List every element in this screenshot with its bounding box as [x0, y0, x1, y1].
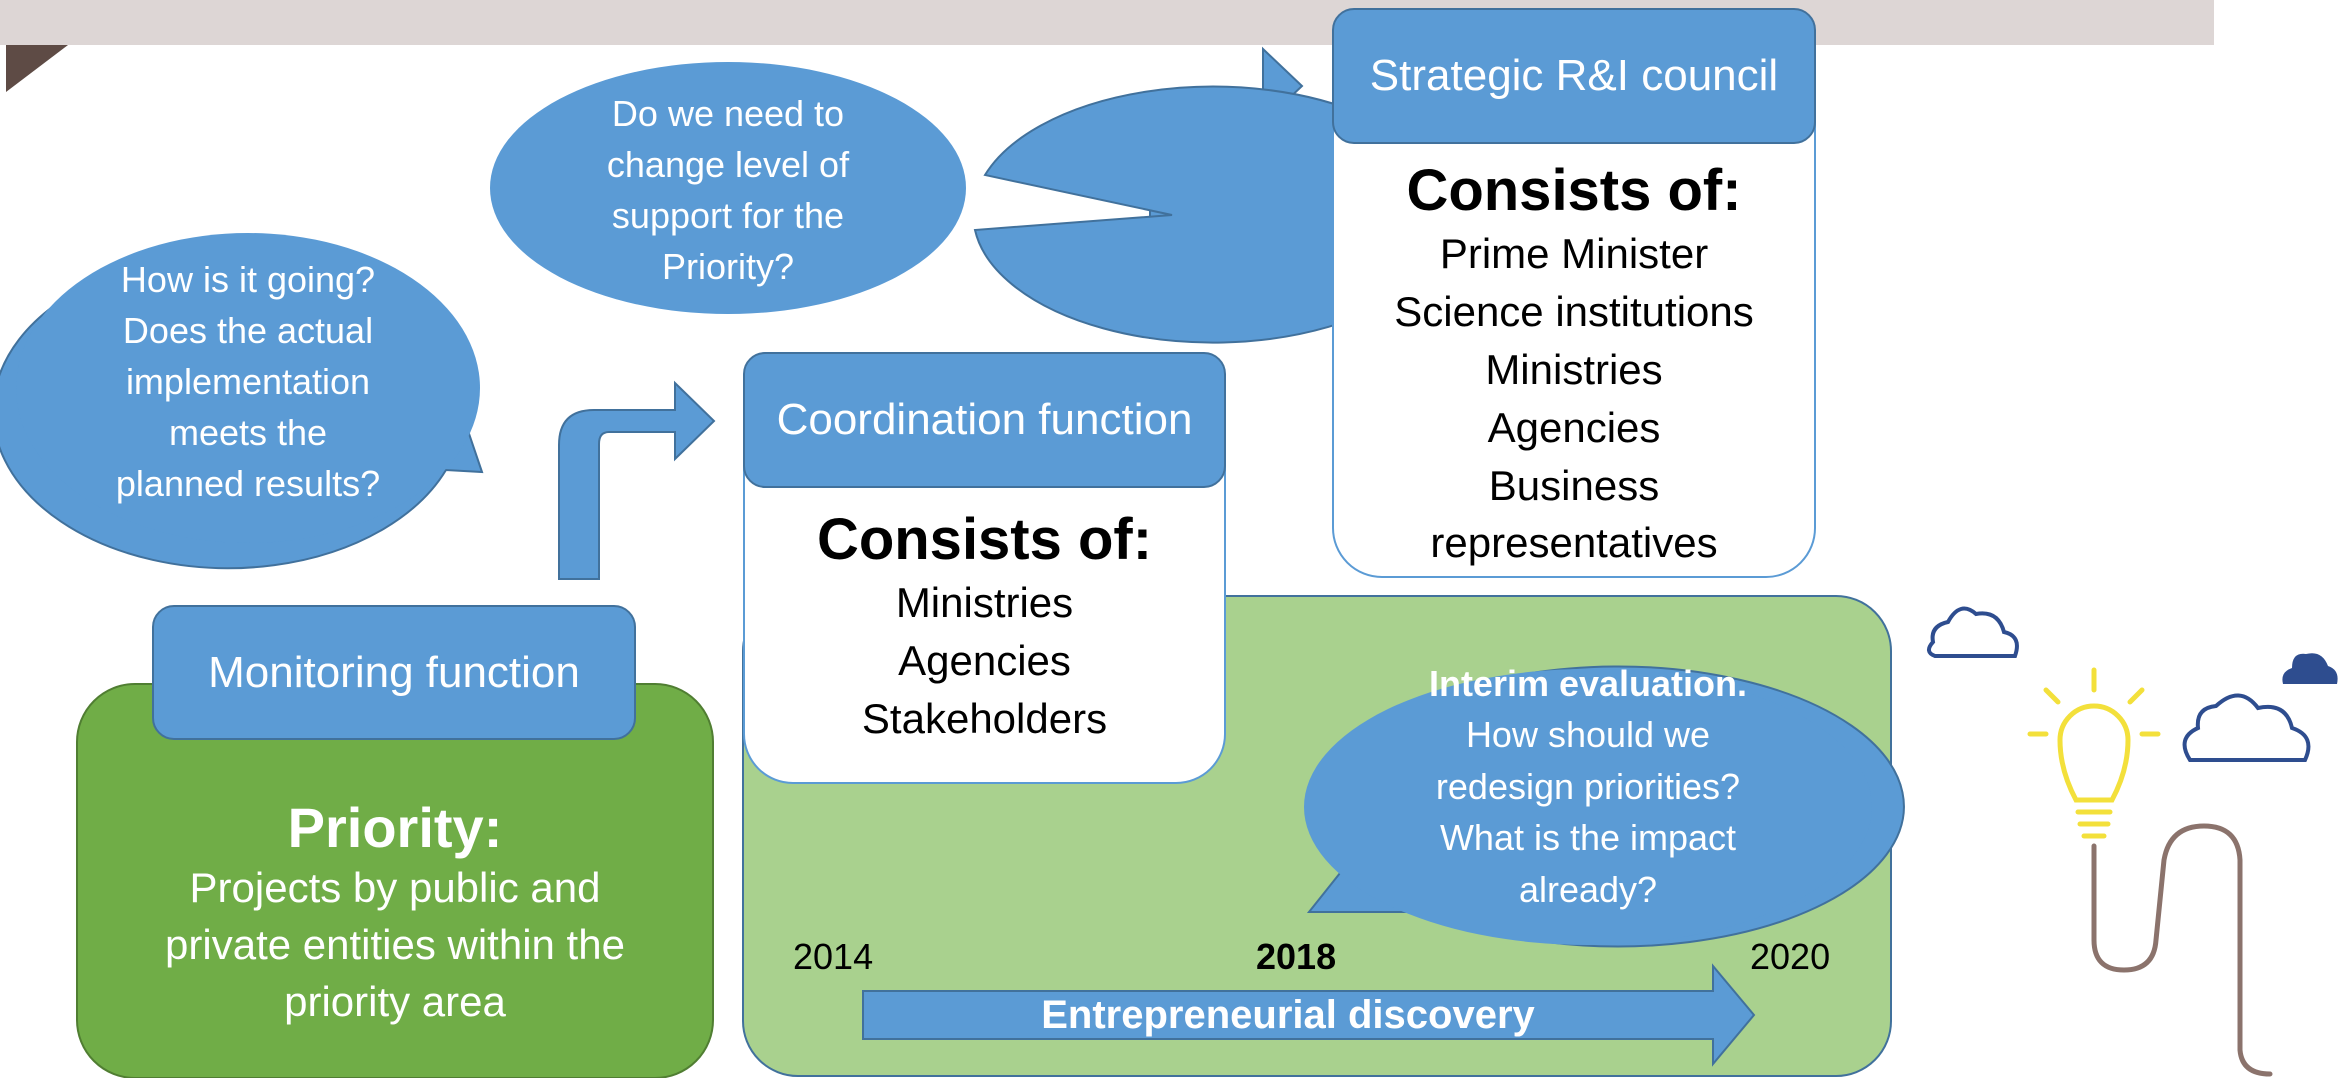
question-line: Priority? — [661, 246, 795, 288]
priority-content: Priority: Projects by public and private… — [77, 796, 713, 1030]
evaluation-line: What is the impact — [1439, 817, 1737, 859]
member-item: representatives — [1430, 519, 1718, 567]
question-line: Do we need to — [611, 93, 845, 134]
top-banner — [0, 0, 2214, 45]
timeline-arrow — [862, 963, 1756, 1067]
consists-of-heading: Consists of: — [1406, 158, 1742, 223]
member-item: Prime Minister — [1439, 229, 1709, 277]
evaluation-title: Interim evaluation. — [1428, 663, 1748, 704]
interim-evaluation-text: Interim evaluation. How should we redesi… — [1368, 658, 1808, 915]
cloud-icon — [2282, 653, 2338, 684]
monitoring-function-label: Monitoring function — [208, 647, 580, 697]
question-line: Does the actual — [122, 310, 374, 352]
member-item: Ministries — [895, 578, 1074, 626]
year-start: 2014 — [793, 936, 874, 977]
evaluation-line: already? — [1518, 868, 1658, 910]
evaluation-line: How should we — [1465, 714, 1711, 756]
question-line: How is it going? — [120, 259, 376, 300]
year-mid: 2018 — [1256, 936, 1337, 977]
question-line: meets the — [168, 412, 328, 454]
question-line: change level of — [606, 144, 850, 186]
timeline-label: Entrepreneurial discovery — [1041, 993, 1535, 1037]
cloud-icon — [2182, 693, 2311, 762]
consists-of-heading: Consists of: — [816, 507, 1153, 572]
council-members-box: Consists of: Prime Minister Science inst… — [1332, 80, 1816, 578]
coordination-function-header: Coordination function — [743, 352, 1226, 488]
priority-line: priority area — [284, 977, 506, 1025]
priority-line: Projects by public and — [189, 864, 601, 912]
member-item: Stakeholders — [861, 694, 1108, 742]
coordination-question: Do we need to change level of support fo… — [538, 88, 918, 292]
member-item: Science institutions — [1394, 287, 1754, 335]
question-line: implementation — [125, 361, 371, 403]
coordination-function-label: Coordination function — [776, 395, 1193, 444]
monitoring-function-header: Monitoring function — [152, 605, 636, 740]
year-end: 2020 — [1750, 936, 1831, 977]
priority-line: private entities within the — [165, 921, 625, 969]
member-item: Agencies — [898, 636, 1071, 684]
evaluation-line: redesign priorities? — [1435, 765, 1741, 807]
strategic-council-label: Strategic R&I council — [1369, 51, 1779, 100]
lightbulb-cord — [2091, 823, 2273, 1077]
member-item: Agencies — [1487, 403, 1661, 451]
arrow-to-coordination — [558, 380, 716, 580]
lightbulb-icon — [2027, 667, 2161, 839]
monitoring-question: How is it going? Does the actual impleme… — [48, 254, 448, 510]
question-line: support for the — [611, 195, 845, 237]
cloud-icon — [1927, 606, 2019, 658]
priority-title: Priority: — [287, 796, 503, 859]
member-item: Ministries — [1485, 345, 1663, 393]
strategic-council-header: Strategic R&I council — [1332, 8, 1816, 144]
member-item: Business — [1488, 461, 1660, 509]
corner-triangle — [6, 45, 68, 92]
question-line: planned results? — [115, 463, 381, 505]
